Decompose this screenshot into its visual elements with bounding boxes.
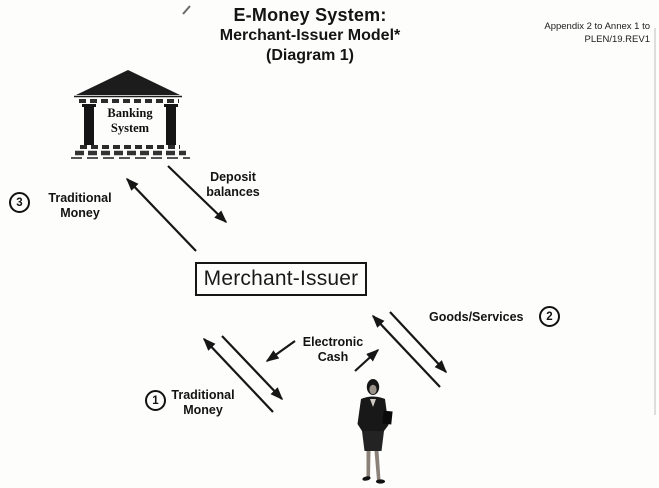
businesswoman-figure-icon (357, 379, 393, 484)
appendix-line2: PLEN/19.REV1 (584, 33, 650, 45)
arrow-goods-services-to-merchant (371, 314, 441, 388)
goods-services-label: Goods/Services (429, 310, 524, 324)
arrow-electronic-cash-out (265, 340, 296, 362)
arrow-traditional-money-to-merchant (202, 337, 274, 413)
bank-node-label: Banking System (107, 106, 153, 135)
arrow-electronic-cash-to-consumer (354, 348, 380, 372)
electronic-cash-label: Electronic Cash (302, 335, 364, 364)
arrow-traditional-money-to-consumer (221, 335, 284, 401)
step-badge-2: 2 (539, 306, 560, 327)
scan-artifact-mark (182, 5, 191, 15)
title-block: E-Money System: Merchant-Issuer Model* (… (145, 5, 475, 66)
merchant-issuer-node: Merchant-Issuer (195, 262, 367, 296)
arrow-goods-services-to-consumer (389, 311, 448, 374)
arrow-traditional-money-to-bank (125, 177, 197, 252)
appendix-reference: Appendix 2 to Annex 1 to PLEN/19.REV1 (544, 21, 650, 46)
page-title: E-Money System: (233, 5, 387, 25)
appendix-line1: Appendix 2 to Annex 1 to (544, 21, 650, 32)
bank-building-icon (71, 70, 190, 159)
deposit-balances-label: Deposit balances (206, 170, 260, 199)
step-badge-1: 1 (145, 390, 166, 411)
traditional-money-top-label: Traditional Money (48, 191, 112, 220)
page-subtitle: Merchant-Issuer Model* (219, 27, 401, 44)
step-badge-3: 3 (9, 192, 30, 213)
flow-arrows (125, 165, 448, 413)
traditional-money-bottom-label: Traditional Money (171, 388, 235, 417)
arrow-deposit-balances-to-merchant (167, 165, 228, 224)
diagram-number: (Diagram 1) (265, 47, 355, 64)
